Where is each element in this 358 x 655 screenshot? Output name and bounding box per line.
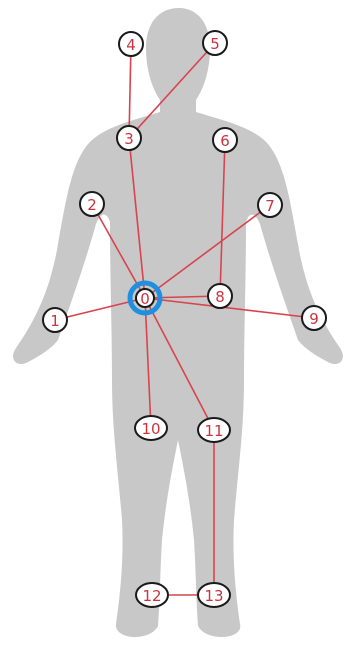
node-11: 11 — [198, 418, 230, 442]
node-5: 5 — [203, 31, 227, 55]
node-7: 7 — [258, 193, 282, 217]
node-0: 0 — [136, 289, 154, 308]
node-label: 4 — [126, 36, 136, 54]
node-label: 3 — [124, 130, 134, 148]
node-3: 3 — [117, 126, 141, 150]
node-9: 9 — [302, 306, 326, 330]
node-12: 12 — [136, 583, 168, 607]
node-label: 11 — [204, 422, 223, 440]
node-label: 10 — [141, 420, 160, 438]
node-label: 7 — [265, 197, 275, 215]
node-label: 8 — [215, 288, 225, 306]
node-4: 4 — [119, 32, 143, 56]
node-label: 9 — [309, 310, 319, 328]
node-6: 6 — [213, 128, 237, 152]
node-label: 1 — [50, 312, 60, 330]
node-label: 0 — [140, 290, 150, 308]
node-10: 10 — [135, 416, 167, 440]
node-1: 1 — [43, 308, 67, 332]
node-label: 13 — [204, 587, 223, 605]
node-label: 12 — [142, 587, 161, 605]
node-13: 13 — [198, 583, 230, 607]
node-8: 8 — [208, 284, 232, 308]
node-label: 5 — [210, 35, 220, 53]
node-label: 2 — [87, 196, 97, 214]
node-label: 6 — [220, 132, 230, 150]
node-2: 2 — [80, 192, 104, 216]
